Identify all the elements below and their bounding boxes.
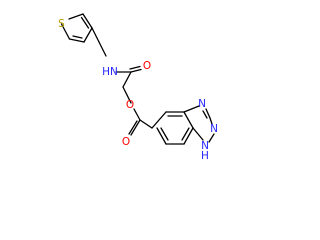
bond bbox=[208, 133, 215, 143]
linker-chain bbox=[91, 27, 142, 104]
thiophene-ring bbox=[60, 13, 93, 43]
bond bbox=[98, 41, 107, 57]
bond bbox=[156, 127, 167, 145]
bond bbox=[205, 108, 211, 119]
bond bbox=[133, 108, 141, 121]
bond bbox=[209, 117, 213, 125]
triazole-ring bbox=[183, 105, 215, 143]
ester-oxygen-label: O bbox=[126, 99, 134, 111]
bond bbox=[68, 38, 85, 43]
bond bbox=[60, 23, 71, 40]
amide-oxygen-label: O bbox=[143, 60, 151, 72]
bond bbox=[151, 111, 167, 129]
triazole-hydrogen-label: H bbox=[201, 150, 209, 162]
triazole-n-mid-label: N bbox=[210, 123, 218, 135]
benzene-ring bbox=[151, 111, 194, 145]
double-bond-line bbox=[160, 127, 169, 141]
bond bbox=[130, 68, 142, 73]
bond bbox=[183, 105, 200, 113]
bond bbox=[139, 119, 153, 129]
molecule-canvas: S HN O O O N N N H bbox=[58, 13, 218, 162]
bond bbox=[68, 13, 84, 20]
amide-nh-label: HN bbox=[102, 66, 118, 78]
bond bbox=[183, 111, 194, 129]
double-bond-line bbox=[181, 127, 190, 141]
double-bond-line bbox=[128, 120, 138, 135]
bond bbox=[122, 71, 132, 88]
sulfur-label: S bbox=[58, 18, 65, 30]
double-bond-line bbox=[72, 35, 83, 39]
carbonyl-oxygen-label: O bbox=[122, 136, 130, 148]
bond bbox=[130, 119, 141, 136]
double-bond-line bbox=[202, 110, 208, 119]
bond bbox=[192, 127, 204, 141]
double-bond-line bbox=[80, 16, 90, 29]
structure-diagram: S HN O O O N N N H bbox=[58, 13, 218, 162]
bond bbox=[82, 13, 93, 29]
ester-group bbox=[128, 108, 153, 136]
triazole-nh-label: N bbox=[201, 140, 209, 152]
bond bbox=[83, 27, 93, 43]
double-bond-line bbox=[129, 65, 141, 70]
triazole-n-top-label: N bbox=[198, 98, 206, 110]
bond bbox=[183, 127, 194, 145]
bond bbox=[122, 86, 132, 104]
bond bbox=[91, 27, 100, 43]
